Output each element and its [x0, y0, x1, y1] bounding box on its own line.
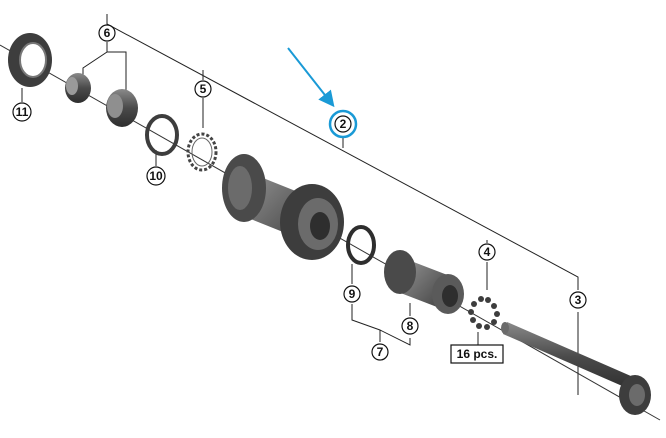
callout-7-label: 7 [377, 345, 384, 359]
callout-6-label: 6 [104, 26, 111, 40]
part-3-hub-axle [501, 322, 651, 415]
part-2-hub-shell [222, 154, 344, 260]
callout-9: 9 [343, 285, 361, 303]
quantity-note: 16 pcs. [450, 344, 504, 364]
part-11-locknut [8, 33, 52, 87]
callout-11-label: 11 [16, 105, 29, 119]
part-10-washer [145, 114, 179, 156]
callout-3: 3 [569, 291, 587, 309]
highlight-arrow [287, 47, 335, 108]
callout-2-label: 2 [340, 117, 347, 131]
callout-5: 5 [194, 80, 212, 98]
callout-10-label: 10 [149, 169, 163, 183]
quantity-note-label: 16 pcs. [457, 347, 498, 361]
callout-8: 8 [401, 317, 419, 335]
callout-4: 4 [478, 243, 496, 261]
callout-3-label: 3 [575, 293, 582, 307]
callout-9-label: 9 [349, 287, 356, 301]
callout-10: 10 [146, 166, 166, 186]
part-4-ball-bearings [468, 296, 500, 330]
callout-7: 7 [371, 343, 389, 361]
callout-4-label: 4 [484, 245, 491, 259]
callout-2: 2 [328, 109, 358, 139]
leader-lines [21, 14, 579, 395]
part-9-o-ring [346, 225, 376, 265]
callout-6: 6 [98, 24, 116, 42]
part-6-cone-right [106, 89, 138, 127]
part-6-cone-left [65, 73, 91, 103]
callout-5-label: 5 [200, 82, 207, 96]
part-8-freehub-body [384, 250, 464, 314]
callout-8-label: 8 [407, 319, 414, 333]
part-5-ball-retainer [186, 132, 218, 172]
callout-11: 11 [12, 102, 32, 122]
